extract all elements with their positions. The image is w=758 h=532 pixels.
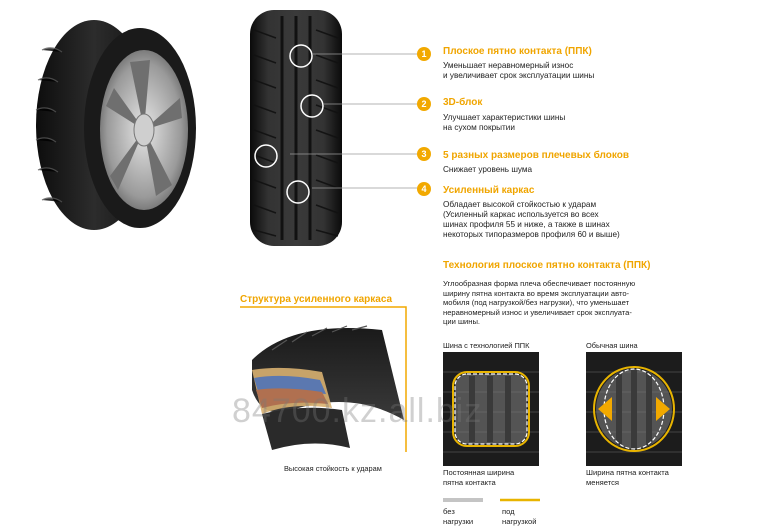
tire-wheel-image [35, 20, 196, 230]
feature-2-number: 2 [417, 97, 431, 111]
feature-3-desc: Снижает уровень шума [443, 165, 533, 174]
feature-3-title: 5 разных размеров плечевых блоков [443, 150, 629, 161]
feature-4-title: Усиленный каркас [443, 185, 535, 196]
callout-lines [290, 53, 417, 189]
legend-load-swatch [500, 498, 540, 502]
carcass-title: Структура усиленного каркаса [240, 294, 393, 305]
ppk-section-title: Технология плоское пятно контакта (ППК) [443, 260, 651, 271]
ppk-right-header: Обычная шина [586, 341, 638, 350]
ppk-section-desc: Углообразная форма плеча обеспечивает по… [443, 279, 636, 326]
regular-footprint-image [586, 352, 682, 466]
feature-1-title: Плоское пятно контакта (ППК) [443, 46, 592, 57]
ppk-footprint-image [443, 352, 539, 466]
feature-2-title: 3D-блок [443, 97, 483, 108]
feature-1-number: 1 [417, 47, 431, 61]
feature-3-number: 3 [417, 147, 431, 161]
carcass-cutaway-image [252, 325, 404, 450]
feature-4-number: 4 [417, 182, 431, 196]
tread-image [250, 10, 342, 246]
feature-4-desc: Обладает высокой стойкостью к ударам (Ус… [443, 200, 620, 239]
legend-no-load-swatch [443, 498, 483, 502]
carcass-caption: Высокая стойкость к ударам [284, 464, 382, 473]
watermark: 84700.kz.all.biz [232, 392, 483, 430]
carcass-callout-line [240, 306, 407, 452]
ppk-left-header: Шина с технологией ППК [443, 341, 530, 350]
